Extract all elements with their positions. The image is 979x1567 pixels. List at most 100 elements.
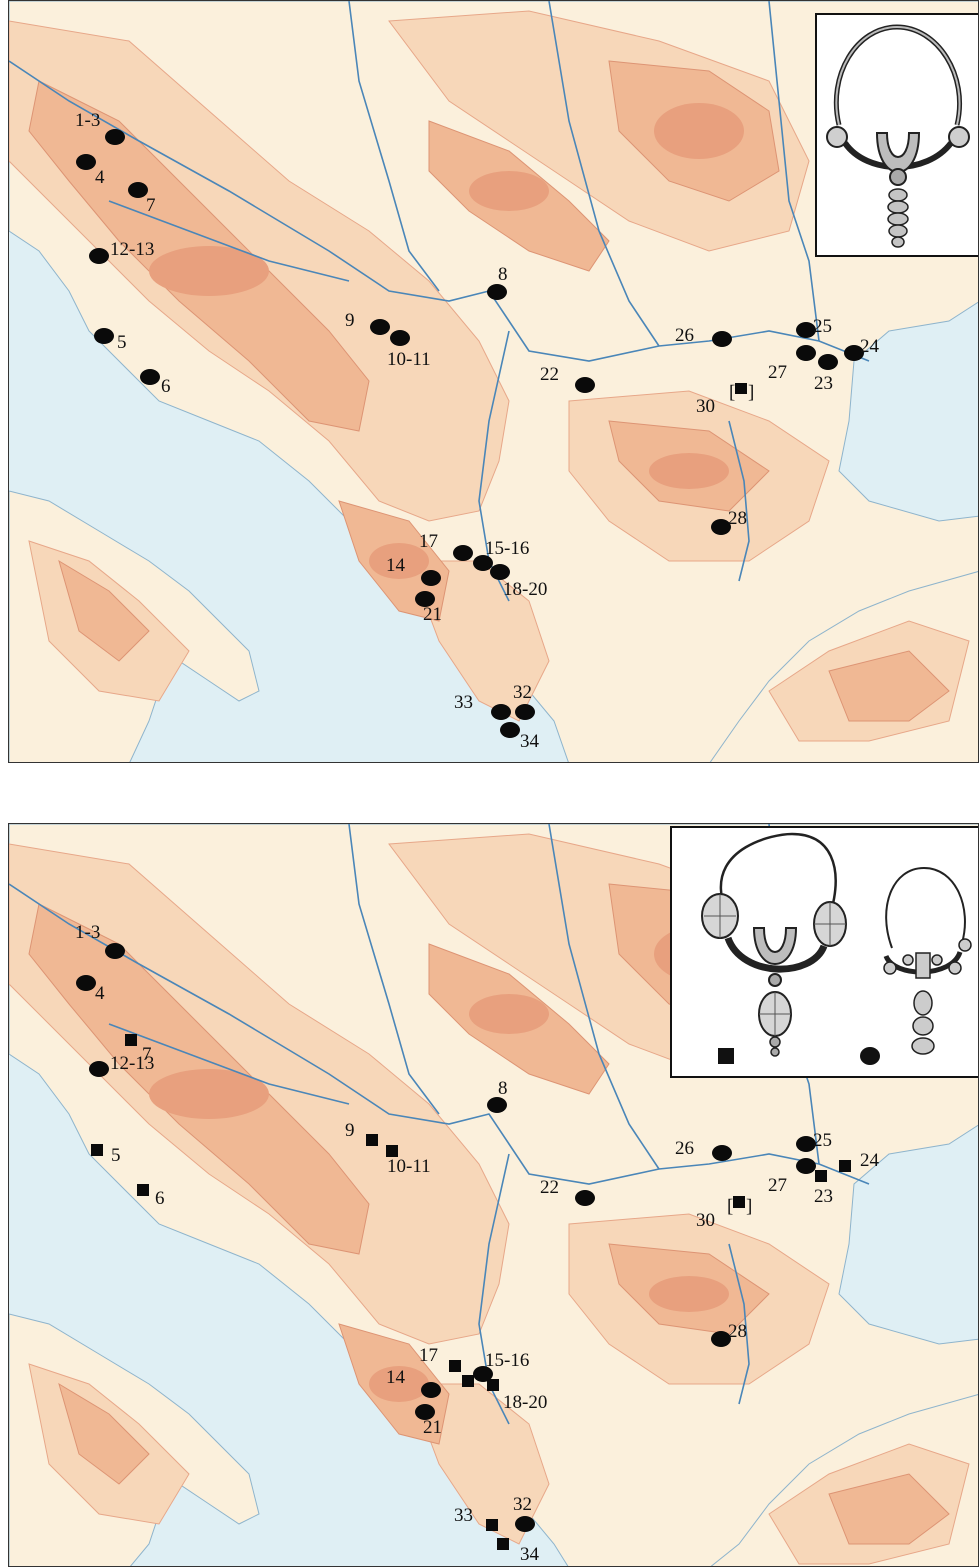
site-label: 4	[95, 167, 105, 188]
site-27: 27	[768, 345, 816, 383]
site-label: 34	[520, 731, 540, 752]
site-27: 27	[768, 1158, 816, 1196]
site-markers: 1-3 4 7 12-13 5 6 9 10-11 8 22 26 25 24 …	[75, 922, 880, 1565]
site-label: 25	[813, 1130, 832, 1151]
site-17: 17	[419, 1345, 461, 1372]
site-10-11: 10-11	[387, 330, 431, 370]
site-label: 32	[513, 682, 532, 703]
site-markers: 1-3 4 7 12-13 5 6 9 10-11 8 22 26 25 24 …	[75, 110, 880, 752]
site-label: 27	[768, 1175, 787, 1196]
svg-text:]: ]	[748, 382, 754, 403]
danube-river	[9, 883, 870, 1185]
site-28: 28	[711, 508, 747, 535]
site-label: 23	[814, 373, 833, 394]
site-14: 14	[386, 1367, 441, 1398]
site-23: 23	[814, 354, 838, 394]
site-label: 17	[419, 1345, 438, 1366]
site-label: 18-20	[503, 579, 547, 600]
site-32: 32	[513, 682, 535, 720]
site-label: 30	[696, 1210, 715, 1231]
site-label: 33	[454, 1505, 473, 1526]
high-zones	[149, 103, 744, 579]
site-15-16: 15-16	[473, 538, 529, 571]
site-label: 30	[696, 396, 715, 417]
site-label: 34	[520, 1544, 540, 1565]
site-1-3: 1-3	[75, 922, 125, 959]
site-7: 7	[125, 1034, 152, 1065]
site-label: 5	[117, 332, 127, 353]
site-label: 15-16	[485, 1350, 529, 1371]
pendant-with-knobbed-crescent-icon	[860, 866, 972, 1065]
site-label: 24	[860, 1150, 880, 1171]
site-label: 6	[155, 1188, 165, 1209]
site-8: 8	[487, 264, 508, 300]
legend-square-marker	[718, 1048, 734, 1064]
site-5: 5	[91, 1144, 121, 1166]
site-22: 22	[540, 364, 595, 393]
site-5: 5	[94, 328, 127, 353]
site-6: 6	[137, 1184, 165, 1209]
site-25: 25	[796, 1130, 832, 1152]
site-7: 7	[128, 182, 156, 216]
site-9: 9	[345, 1120, 378, 1146]
site-label: 26	[675, 325, 694, 346]
site-label: 7	[142, 1044, 152, 1065]
svg-text:[: [	[727, 1196, 733, 1217]
artifact-inset	[815, 13, 978, 257]
site-33: 33	[454, 1505, 498, 1531]
site-1-3: 1-3	[75, 110, 125, 145]
svg-text:[: [	[729, 382, 735, 403]
site-34: 34	[500, 722, 540, 752]
site-28: 28	[711, 1321, 747, 1347]
site-15-16: 15-16	[462, 1350, 529, 1387]
site-21: 21	[415, 591, 442, 625]
site-label: 25	[813, 316, 832, 337]
site-label: 23	[814, 1186, 833, 1207]
site-label: 24	[860, 336, 880, 357]
site-9: 9	[345, 310, 390, 335]
site-24: 24	[844, 336, 880, 361]
terrain-map: 1-3 4 7 12-13 5 6 9 10-11 8 22 26 25 24 …	[9, 1, 978, 762]
site-30: [] 30	[696, 382, 754, 417]
site-label: 9	[345, 1120, 355, 1141]
site-30: [] 30	[696, 1196, 752, 1231]
site-label: 10-11	[387, 1156, 431, 1177]
legend-graphic	[701, 832, 972, 1065]
map-panel-top: 1-3 4 7 12-13 5 6 9 10-11 8 22 26 25 24 …	[8, 0, 979, 763]
site-24: 24	[839, 1150, 880, 1172]
site-17: 17	[419, 531, 473, 561]
site-label: 8	[498, 264, 508, 285]
site-32: 32	[513, 1494, 535, 1532]
site-33: 33	[454, 692, 511, 720]
site-label: 18-20	[503, 1392, 547, 1413]
site-26: 26	[675, 1138, 732, 1161]
site-label: 4	[95, 983, 105, 1004]
site-label: 6	[161, 376, 171, 397]
site-14: 14	[386, 555, 441, 586]
legend-inset	[670, 826, 978, 1078]
site-26: 26	[675, 325, 732, 347]
site-label: 8	[498, 1078, 508, 1099]
site-label: 28	[728, 508, 747, 529]
site-label: 9	[345, 310, 355, 331]
site-label: 1-3	[75, 110, 100, 131]
site-4: 4	[76, 975, 105, 1004]
site-12-13: 12-13	[89, 1053, 154, 1077]
site-22: 22	[540, 1177, 595, 1206]
site-label: 7	[146, 195, 156, 216]
site-label: 21	[423, 604, 442, 625]
site-label: 14	[386, 555, 406, 576]
site-label: 12-13	[110, 1053, 154, 1074]
site-label: 28	[728, 1321, 747, 1342]
site-34: 34	[497, 1538, 540, 1565]
site-21: 21	[415, 1404, 442, 1438]
danube-river	[9, 60, 870, 362]
legend-circle-marker	[860, 1047, 880, 1065]
site-label: 12-13	[110, 239, 154, 260]
site-label: 22	[540, 364, 559, 385]
site-label: 1-3	[75, 922, 100, 943]
site-label: 17	[419, 531, 438, 552]
site-4: 4	[76, 154, 105, 188]
site-label: 10-11	[387, 349, 431, 370]
site-label: 21	[423, 1417, 442, 1438]
